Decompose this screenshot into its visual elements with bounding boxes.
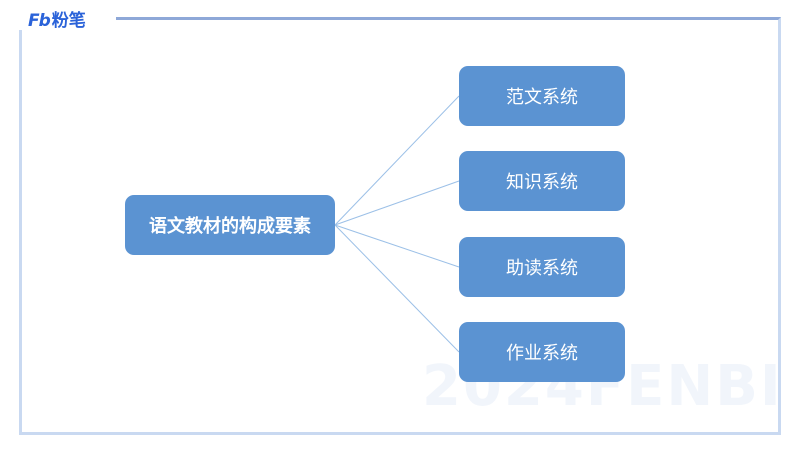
logo-mark: Fb — [28, 10, 51, 31]
child-node-2: 知识系统 — [459, 151, 625, 211]
connector-line-3 — [334, 224, 460, 268]
frame-mask — [8, 8, 116, 30]
slide-frame — [19, 17, 781, 435]
connector-line-2 — [334, 180, 460, 226]
root-node: 语文教材的构成要素 — [125, 195, 335, 255]
child-node-1: 范文系统 — [459, 66, 625, 126]
connector-line-1 — [334, 95, 460, 226]
logo-text: 粉笔 — [51, 10, 86, 31]
connector-line-4 — [334, 224, 460, 353]
child-node-4: 作业系统 — [459, 322, 625, 382]
child-node-3: 助读系统 — [459, 237, 625, 297]
logo: Fb 粉笔 — [28, 10, 86, 32]
